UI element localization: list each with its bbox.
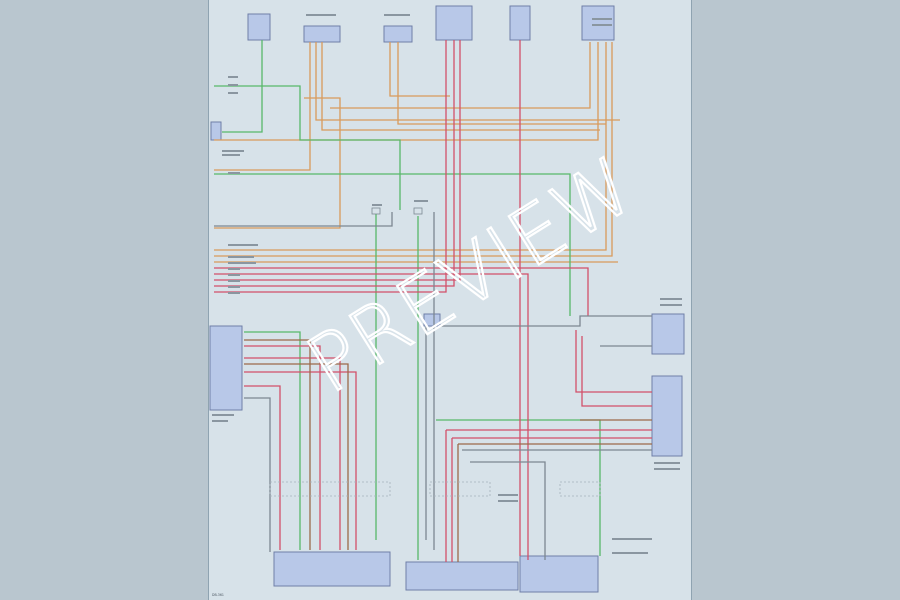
connector-top-5 xyxy=(509,5,531,41)
wire-orange xyxy=(389,42,450,97)
splice-points xyxy=(269,207,601,497)
connector-right-upper xyxy=(651,313,685,355)
page-id: DB-361 xyxy=(212,593,224,597)
connector-bottom-1 xyxy=(273,551,391,587)
wire-gray xyxy=(244,397,271,552)
wire-red xyxy=(214,40,455,287)
wire-red xyxy=(244,385,281,550)
wire-green xyxy=(436,419,601,556)
wire-green xyxy=(214,173,571,316)
connector-top-6 xyxy=(581,5,615,41)
wire-orange xyxy=(214,42,607,251)
connector-top-2 xyxy=(303,25,341,43)
wire-red xyxy=(244,345,321,550)
wire-red xyxy=(244,371,357,550)
connector-top-4 xyxy=(435,5,473,41)
wire-gray xyxy=(214,212,393,227)
wire-red xyxy=(244,357,341,550)
splice-point xyxy=(413,207,423,215)
wire-gray xyxy=(470,461,546,560)
preview-watermark: PREVIEW xyxy=(292,140,651,411)
connector-bottom-3 xyxy=(519,555,599,593)
wire-green xyxy=(214,85,401,210)
wire-red xyxy=(575,330,652,393)
wire-orange xyxy=(397,42,606,125)
connector-center-small xyxy=(423,313,441,327)
wire-red xyxy=(581,336,652,407)
connector-left-large xyxy=(209,325,243,411)
top-connectors xyxy=(247,5,615,43)
wire-orange xyxy=(321,42,600,131)
wire-orange xyxy=(315,42,620,121)
bottom-connectors xyxy=(273,551,599,593)
splice-point xyxy=(429,481,491,497)
wire-orange xyxy=(214,42,613,257)
wire-bundle xyxy=(214,40,652,562)
connector-top-3 xyxy=(383,25,413,43)
wire-brown xyxy=(244,363,349,550)
wire-orange xyxy=(330,42,591,109)
splice-point xyxy=(269,481,391,497)
connector-top-1 xyxy=(247,13,271,41)
connector-right-lower xyxy=(651,375,683,457)
wire-green xyxy=(222,40,263,133)
connector-left-small xyxy=(210,121,222,141)
side-connectors xyxy=(209,121,685,457)
wire-orange xyxy=(214,42,599,141)
schematic-sheet xyxy=(208,0,692,600)
wire-orange xyxy=(214,97,341,229)
wire-gray xyxy=(440,315,652,327)
wire-red xyxy=(214,273,529,560)
wire-orange xyxy=(214,42,311,171)
wire-red xyxy=(214,40,461,281)
connector-bottom-2 xyxy=(405,561,519,591)
label-marks xyxy=(212,14,682,554)
splice-point xyxy=(371,207,381,215)
wire-green xyxy=(244,331,301,550)
splice-point xyxy=(559,481,601,497)
wire-red xyxy=(214,267,589,316)
wire-brown xyxy=(244,339,311,550)
wire-red xyxy=(214,40,447,293)
